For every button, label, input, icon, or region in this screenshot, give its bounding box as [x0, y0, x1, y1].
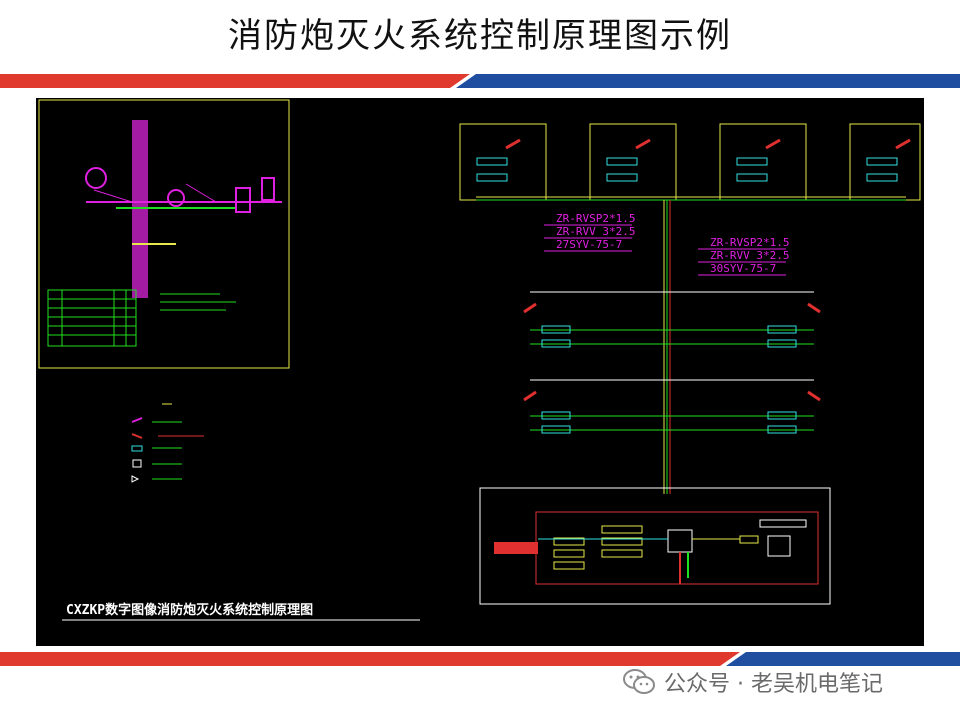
watermark: 公众号 · 老吴机电笔记: [622, 664, 883, 700]
cable-spec-block-2: ZR-RVSP2*1.5 ZR-RVV 3*2.5 30SYV-75-7: [698, 236, 789, 276]
svg-text:ZR-RVSP2*1.5: ZR-RVSP2*1.5: [710, 236, 789, 249]
cad-drawing-canvas: CXZKP数字图像消防炮灭火系统控制原理图 ZR-RVSP2*1.5: [36, 98, 924, 646]
svg-text:ZR-RVV 3*2.5: ZR-RVV 3*2.5: [556, 225, 635, 238]
svg-text:27SYV-75-7: 27SYV-75-7: [556, 238, 622, 251]
svg-text:ZR-RVSP2*1.5: ZR-RVSP2*1.5: [556, 212, 635, 225]
pipe-installation-detail: [38, 99, 290, 369]
cannon-units-top-row: [459, 123, 921, 201]
wechat-icon: [623, 669, 655, 694]
svg-text:ZR-RVV 3*2.5: ZR-RVV 3*2.5: [710, 249, 789, 262]
legend: [131, 403, 204, 483]
control-center: [479, 487, 831, 605]
bottom-color-band: [0, 652, 960, 666]
svg-text:30SYV-75-7: 30SYV-75-7: [710, 262, 776, 275]
watermark-text: 公众号 · 老吴机电笔记: [664, 672, 883, 697]
top-color-band: [0, 74, 960, 88]
page-title: 消防炮灭火系统控制原理图示例: [228, 16, 732, 56]
drawing-caption: CXZKP数字图像消防炮灭火系统控制原理图: [66, 602, 313, 618]
cable-spec-block-1: ZR-RVSP2*1.5 ZR-RVV 3*2.5 27SYV-75-7: [544, 212, 635, 252]
cannon-units-middle-rows: [523, 291, 821, 434]
